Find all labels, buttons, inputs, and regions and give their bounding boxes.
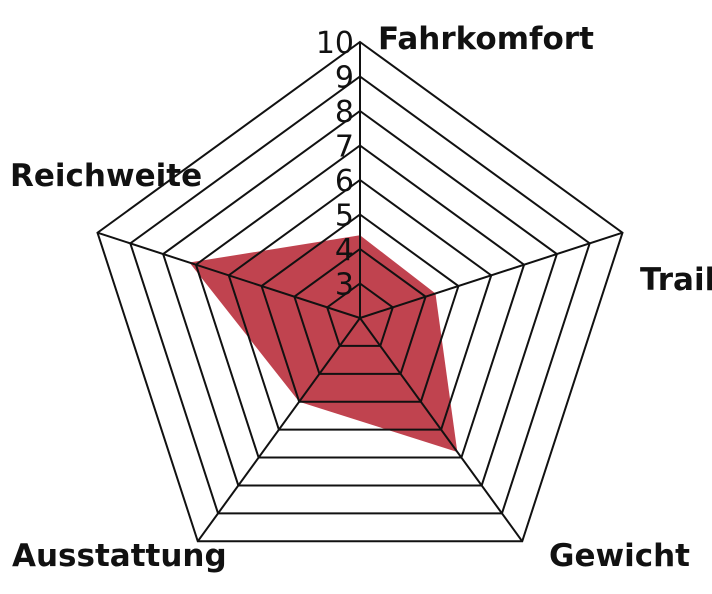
axis-spoke-3 — [196, 317, 361, 542]
axis-spoke-1 — [359, 231, 623, 319]
tick-label-7: 7 — [335, 130, 354, 165]
tick-label-8: 8 — [335, 95, 354, 130]
tick-label-3: 3 — [335, 268, 354, 303]
tick-label-5: 5 — [335, 199, 354, 234]
axis-label-gewicht: Gewicht — [549, 538, 690, 574]
grid-ring-3 — [326, 282, 394, 347]
tick-label-4: 4 — [335, 233, 354, 268]
grid-ring-5 — [260, 213, 460, 403]
grid-ring-4 — [293, 247, 427, 375]
axis-spoke-2 — [359, 317, 524, 542]
grid-ring-8 — [161, 109, 559, 487]
axis-label-reichweite: Reichweite — [10, 158, 202, 194]
tick-label-10: 10 — [316, 26, 354, 61]
axis-label-ausstattung: Ausstattung — [12, 538, 227, 574]
tick-label-6: 6 — [335, 164, 354, 199]
axis-label-fahrkomfort: Fahrkomfort — [378, 21, 594, 57]
grid-ring-7 — [194, 144, 526, 459]
axis-label-trail: Trail — [640, 262, 712, 298]
grid-ring-10 — [96, 40, 624, 543]
grid-ring-9 — [129, 75, 591, 515]
tick-label-9: 9 — [335, 61, 354, 96]
axis-spoke-4 — [97, 231, 361, 319]
grid-ring-6 — [227, 178, 493, 431]
series-layer — [189, 235, 458, 452]
grid-layer — [96, 40, 624, 543]
series-area-0 — [189, 235, 458, 452]
